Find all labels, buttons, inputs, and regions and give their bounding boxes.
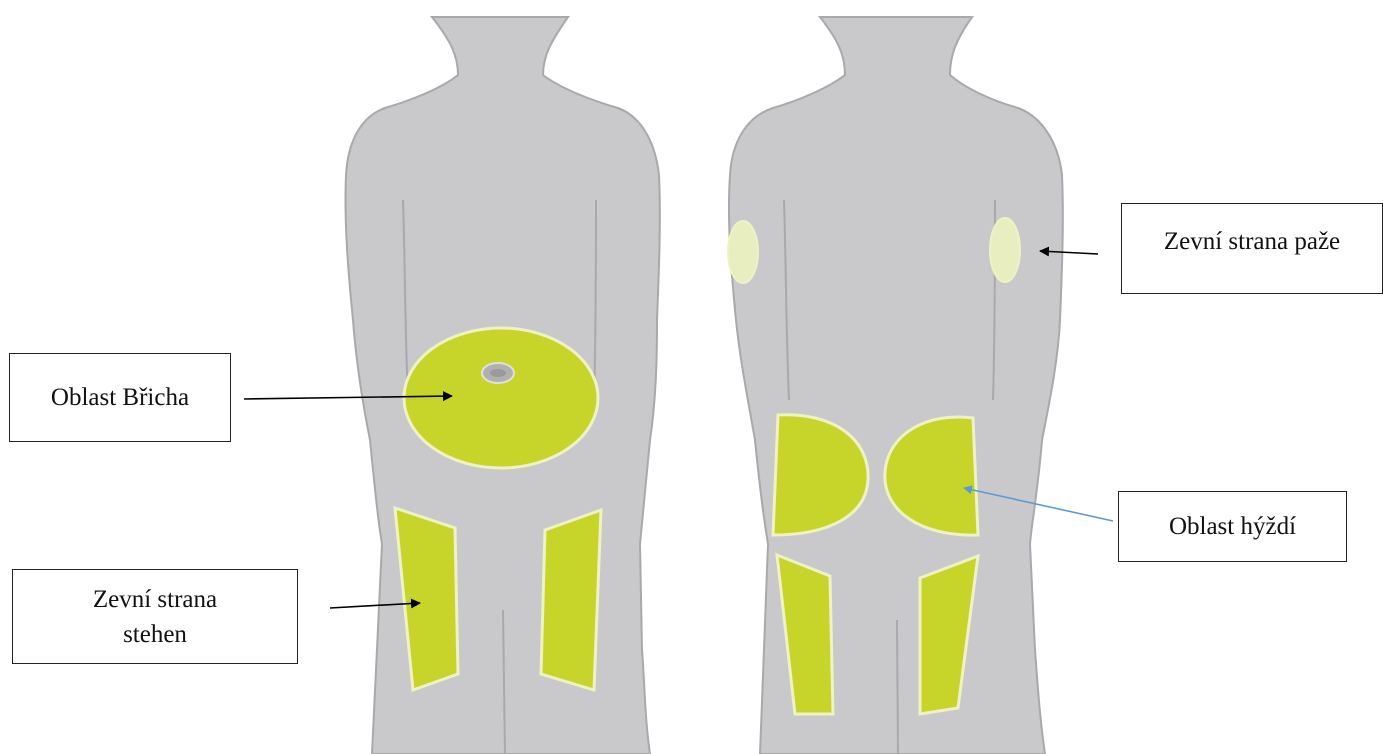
- label-buttocks: Oblast hýždí: [1118, 491, 1347, 562]
- left-outer-arm-area: [728, 221, 758, 283]
- label-buttocks-text: Oblast hýždí: [1169, 509, 1296, 544]
- right-outer-arm-area: [990, 218, 1020, 282]
- front-right-thigh-area: [541, 510, 601, 690]
- label-outer-arm-text: Zevní strana paže: [1164, 224, 1340, 259]
- back-body-silhouette: [729, 17, 1063, 754]
- label-outer-thigh-line1: Zevní strana: [93, 582, 217, 617]
- label-outer-thigh: Zevní strana stehen: [12, 569, 298, 664]
- label-outer-thigh-line2: stehen: [123, 617, 187, 652]
- back-body-figure: [729, 17, 1063, 754]
- label-outer-arm: Zevní strana paže: [1121, 203, 1383, 294]
- abdomen-area: [404, 328, 598, 468]
- label-abdomen: Oblast Břicha: [9, 353, 231, 442]
- label-abdomen-text: Oblast Břicha: [51, 380, 189, 415]
